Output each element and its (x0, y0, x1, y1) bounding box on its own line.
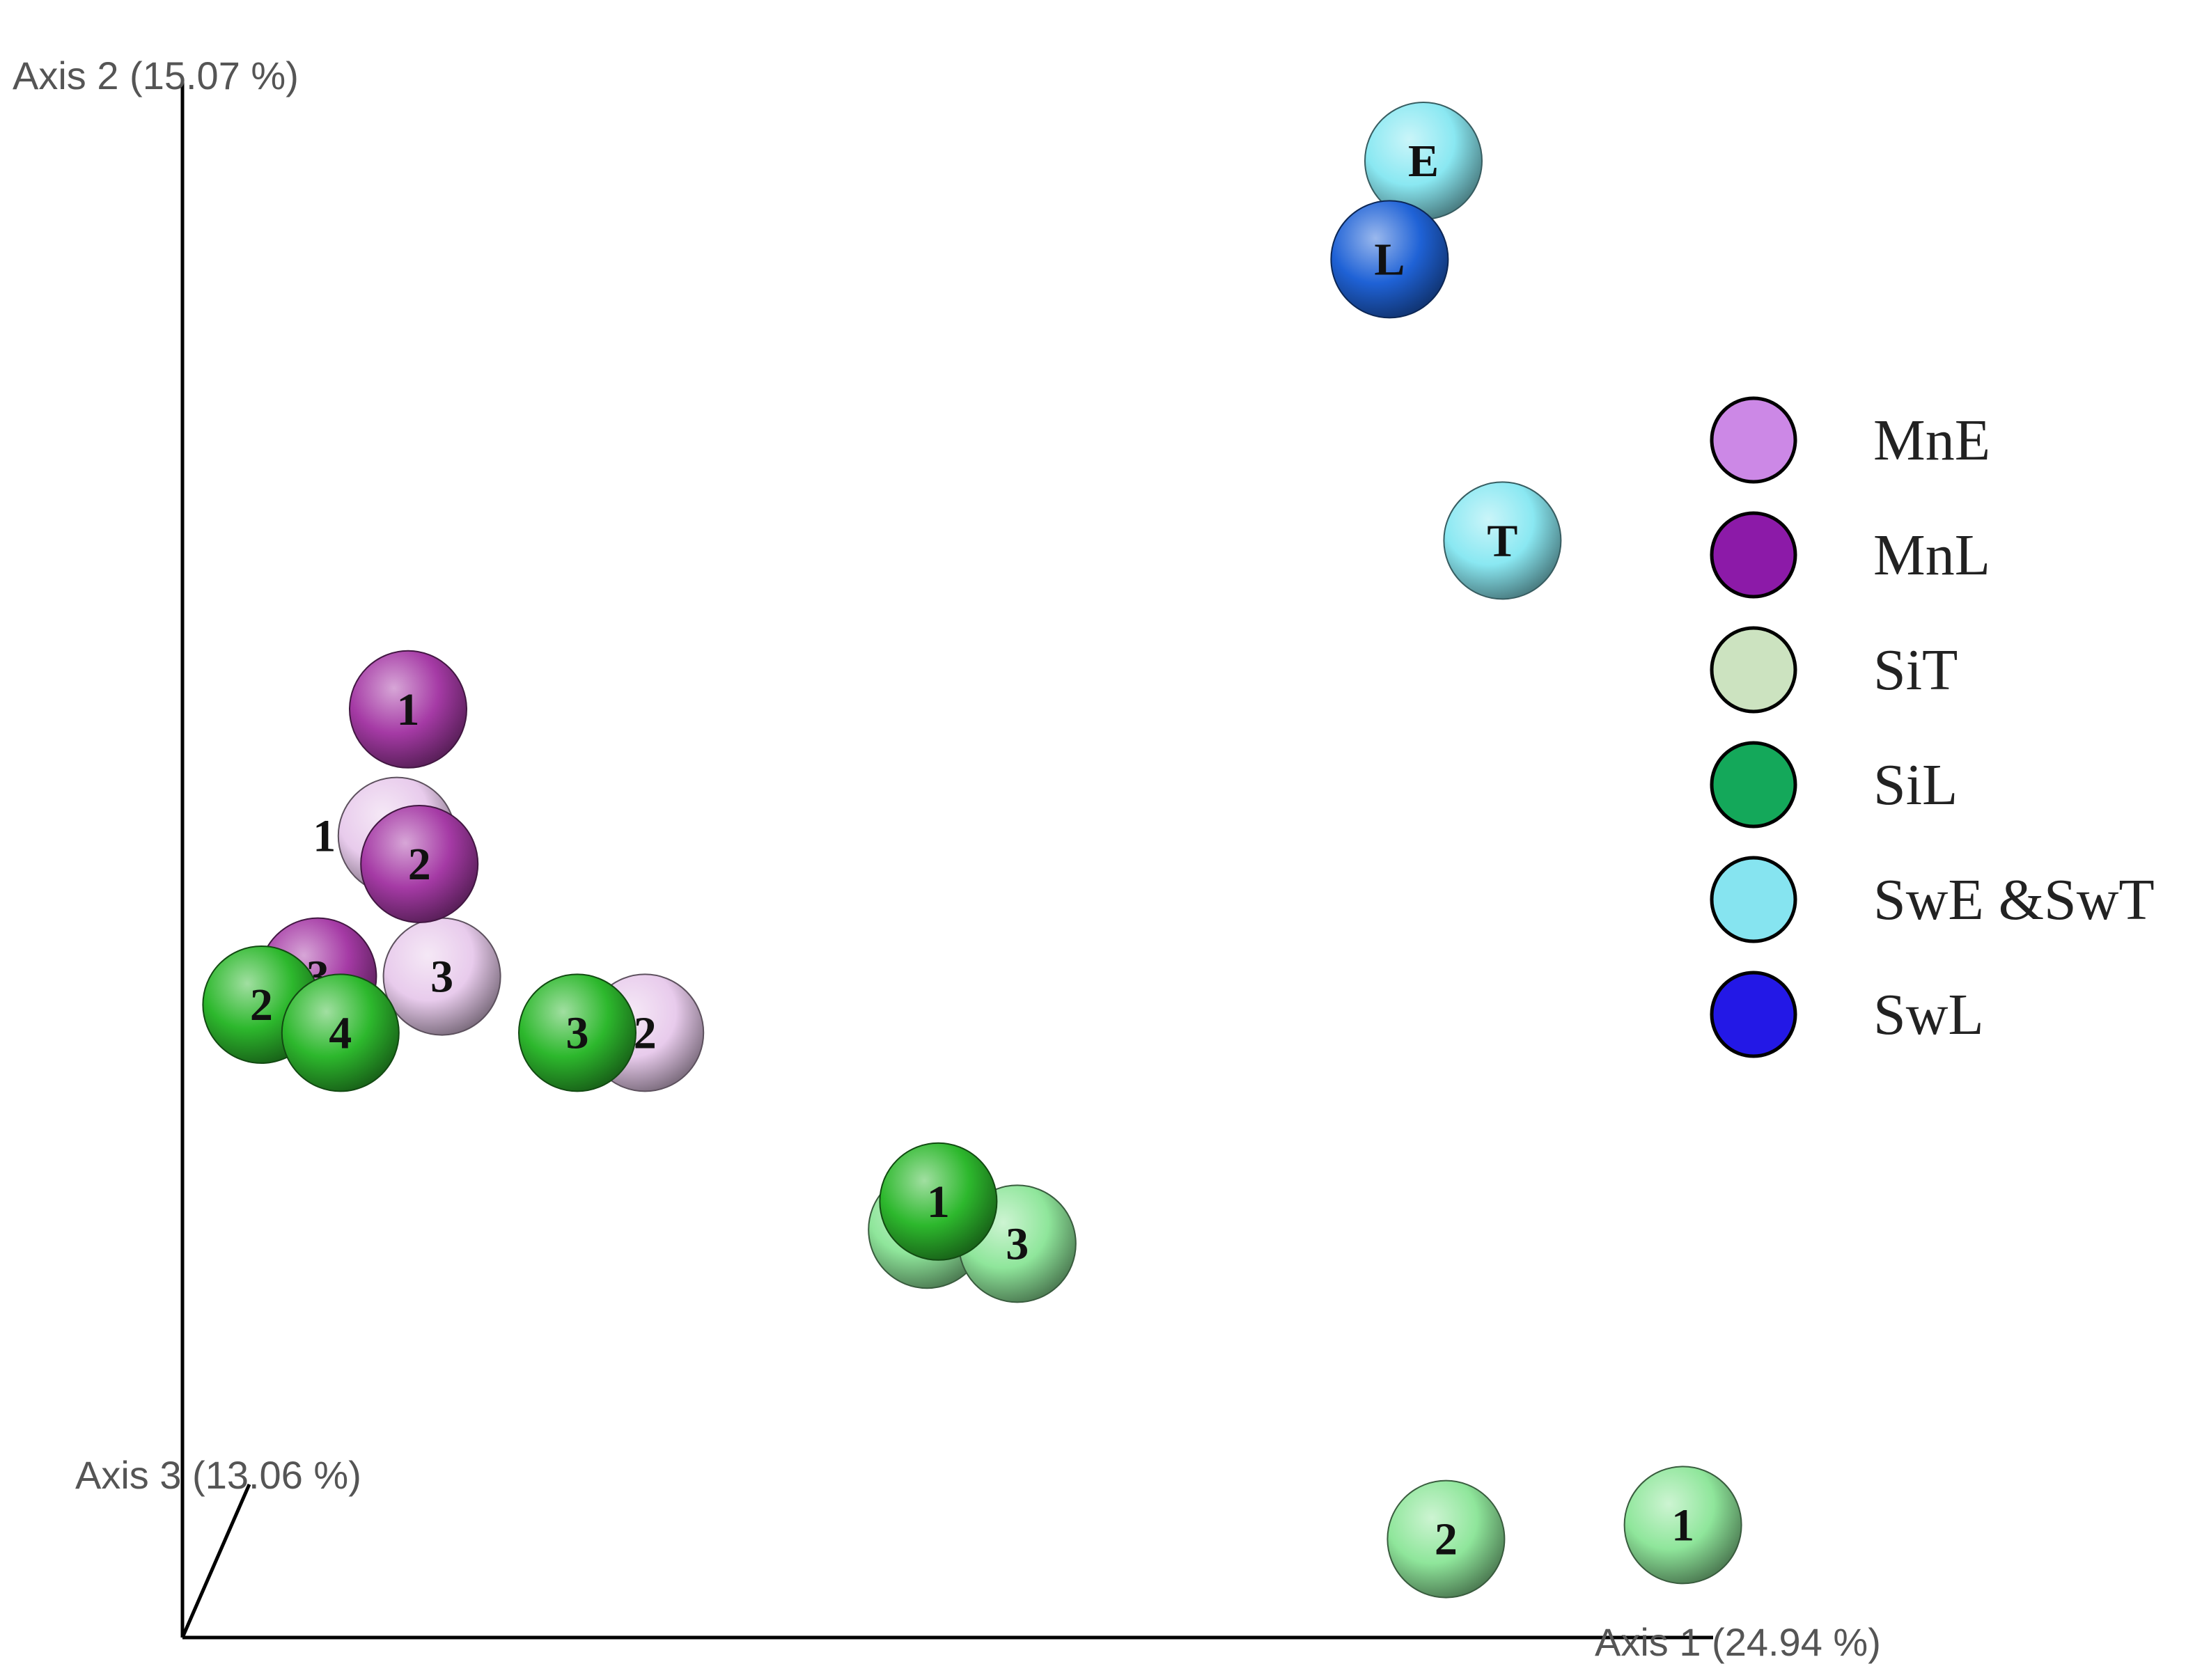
point-sphere (1330, 200, 1449, 319)
point-sphere (349, 650, 467, 769)
point-sphere (879, 1142, 998, 1261)
legend-label: SiT (1873, 638, 1958, 702)
data-point: T (1443, 481, 1562, 600)
legend: MnE MnL SiT SiL SwE &SwT SwL (1710, 396, 2155, 1058)
legend-entry: MnL (1710, 511, 1990, 599)
points: 13212343212431ETL (202, 102, 1742, 1599)
legend-label: SwL (1873, 982, 1984, 1047)
point-sphere (1443, 481, 1562, 600)
point-label: T (1487, 515, 1517, 566)
point-sphere (281, 973, 400, 1092)
point-label: 2 (250, 980, 273, 1030)
point-sphere (1387, 1479, 1506, 1599)
data-point: 1 (349, 650, 467, 769)
legend-entry: MnE (1710, 396, 1990, 484)
point-label: 2 (634, 1007, 657, 1058)
legend-entry: SwL (1710, 971, 1984, 1058)
legend-entry: SwE &SwT (1710, 856, 2155, 943)
data-point: 1 (1623, 1466, 1742, 1585)
axes (180, 82, 1713, 1640)
point-label: 2 (1435, 1514, 1458, 1565)
data-point: 2 (360, 805, 479, 923)
legend-swatch (1710, 396, 1797, 484)
axis-3-title: Axis 3 (13.06 %) (75, 1453, 361, 1497)
point-label: 4 (329, 1007, 352, 1058)
data-point: 4 (281, 973, 400, 1092)
point-sphere (518, 973, 637, 1092)
point-label: 3 (430, 952, 453, 1003)
axis-1-title: Axis 1 (24.94 %) (1595, 1620, 1881, 1664)
legend-swatch (1710, 511, 1797, 599)
legend-label: MnE (1873, 408, 1990, 473)
data-point: 2 (1387, 1479, 1506, 1599)
data-point: 3 (518, 973, 637, 1092)
point-label: E (1408, 136, 1439, 187)
legend-swatch (1710, 741, 1797, 829)
point-label: 2 (408, 839, 431, 890)
point-label: L (1374, 234, 1405, 285)
point-label: 1 (313, 811, 336, 862)
data-point: E (1364, 102, 1483, 220)
point-sphere (1623, 1466, 1742, 1585)
legend-swatch (1710, 626, 1797, 714)
legend-swatch (1710, 856, 1797, 943)
legend-entry: SiL (1710, 741, 1958, 829)
axis-2-title: Axis 2 (15.07 %) (13, 54, 299, 97)
legend-swatch (1710, 971, 1797, 1058)
data-point: 3 (382, 917, 501, 1036)
point-sphere (360, 805, 479, 923)
point-label: 1 (397, 684, 420, 735)
point-label: 1 (927, 1177, 950, 1227)
point-label: 1 (1671, 1500, 1694, 1551)
axis-titles: Axis 2 (15.07 %) Axis 1 (24.94 %) Axis 3… (13, 54, 1881, 1664)
legend-label: MnL (1873, 523, 1990, 588)
legend-label: SiL (1873, 753, 1958, 817)
data-point: L (1330, 200, 1449, 319)
legend-entry: SiT (1710, 626, 1958, 714)
point-label: 3 (566, 1007, 589, 1058)
axis-3-line (180, 1484, 251, 1638)
point-label: 3 (1006, 1218, 1029, 1269)
data-point: 1 (879, 1142, 998, 1261)
legend-label: SwE &SwT (1873, 868, 2155, 932)
